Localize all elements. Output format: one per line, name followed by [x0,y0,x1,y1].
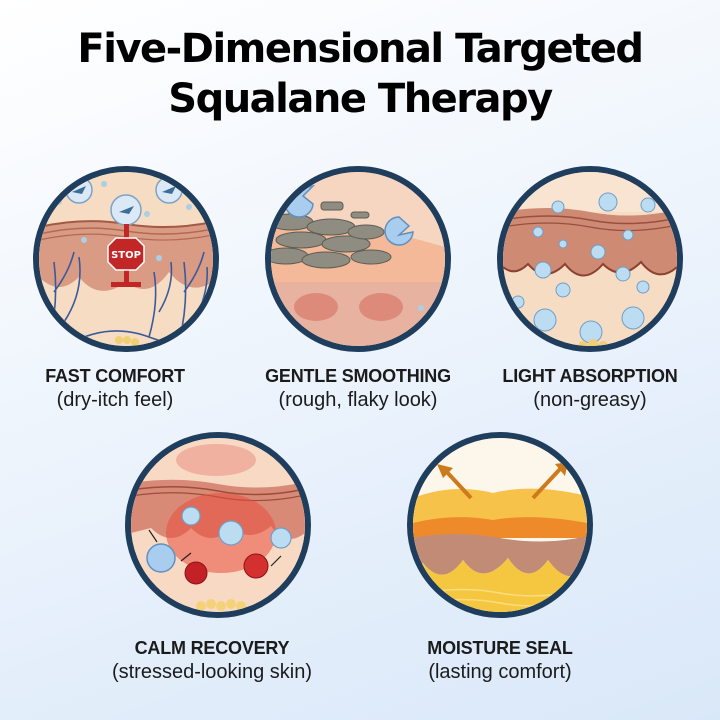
fast-comfort-illustration: STOP [33,166,219,352]
benefit-subtitle: (rough, flaky look) [278,389,438,411]
fast-comfort-label: FAST COMFORT (dry-itch feel) [0,366,245,412]
benefit-subtitle: (lasting comfort) [428,661,572,683]
benefit-title: CALM RECOVERY [134,638,290,658]
benefit-title: MOISTURE SEAL [427,638,573,658]
moisture-seal-label: MOISTURE SEAL (lasting comfort) [370,638,630,684]
gentle-smoothing-label: GENTLE SMOOTHING (rough, flaky look) [228,366,488,412]
calm-recovery-illustration [125,432,311,618]
light-absorption-label: LIGHT ABSORPTION (non-greasy) [460,366,720,412]
light-absorption-illustration [497,166,683,352]
title-line-1: Five-Dimensional Targeted [77,26,644,72]
benefit-subtitle: (non-greasy) [533,389,647,411]
benefit-title: LIGHT ABSORPTION [502,366,678,386]
benefit-title: FAST COMFORT [45,366,185,386]
stop-sign-text: STOP [111,250,141,261]
title-line-2: Squalane Therapy [168,76,553,122]
gentle-smoothing-illustration [265,166,451,352]
benefit-subtitle: (stressed-looking skin) [111,661,313,683]
calm-recovery-label: CALM RECOVERY (stressed-looking skin) [82,638,342,684]
benefit-title: GENTLE SMOOTHING [265,366,451,386]
moisture-seal-illustration [407,432,593,618]
page-title: Five-Dimensional Targeted Squalane Thera… [0,24,720,124]
benefit-subtitle: (dry-itch feel) [56,389,174,411]
